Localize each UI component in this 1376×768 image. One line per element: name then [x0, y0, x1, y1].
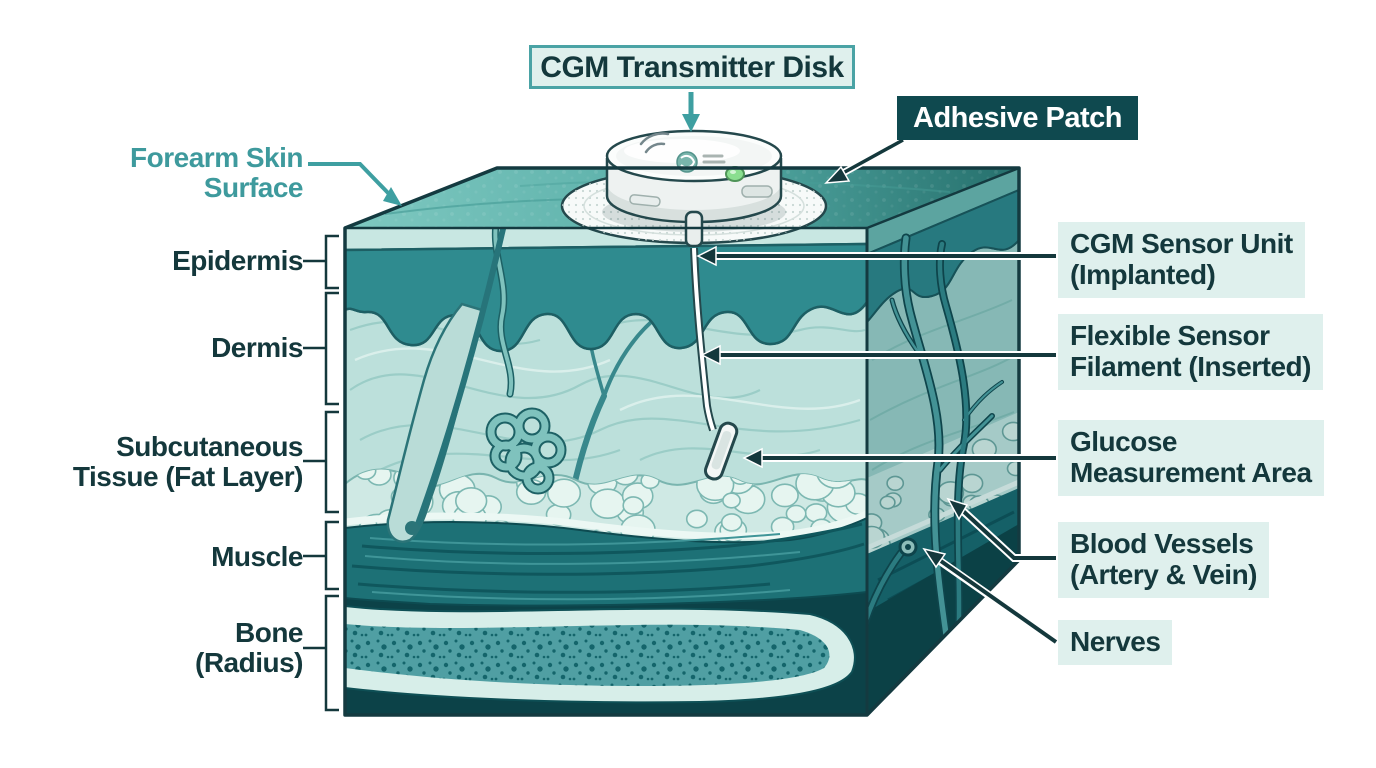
- callout-arrows: [308, 92, 1059, 646]
- filament-label: Flexible Sensor Filament (Inserted): [1058, 314, 1323, 390]
- subcutaneous-line1: Subcutaneous: [116, 431, 303, 462]
- bracket-subcutaneous: [303, 410, 339, 514]
- glucose-line1: Glucose: [1070, 426, 1177, 457]
- bracket-dermis: [303, 291, 339, 406]
- sweat-gland: [485, 228, 567, 495]
- disk-notches: [629, 185, 773, 207]
- forearm-skin-surface-label: Forearm Skin Surface: [40, 143, 303, 203]
- wireless-signal-icon: [639, 132, 670, 154]
- skin-front-face: [345, 228, 867, 715]
- dermis-highlight-fibers: [354, 347, 861, 412]
- dermis-label: Dermis: [211, 332, 303, 363]
- subcutaneous-label: Subcutaneous Tissue (Fat Layer): [40, 431, 304, 492]
- epidermis-layer: [345, 228, 867, 353]
- bracket-muscle: [303, 520, 339, 591]
- transmitter-disk-label: CGM Transmitter Disk: [529, 45, 855, 89]
- bracket-bone: [303, 594, 339, 712]
- sensor-unit-line1: CGM Sensor Unit: [1070, 228, 1293, 259]
- bone-line1: Bone: [235, 617, 304, 648]
- bone-label: Bone (Radius): [40, 617, 304, 678]
- skin-surface-arrow: [308, 162, 393, 198]
- blood-vessels-label: Blood Vessels (Artery & Vein): [1058, 522, 1269, 598]
- muscle-label: Muscle: [211, 541, 303, 572]
- glucose-line2: Measurement Area: [1070, 457, 1312, 488]
- vessels-line1: Blood Vessels: [1070, 528, 1254, 559]
- forearm-line1: Forearm Skin: [130, 142, 303, 173]
- nerve: [867, 537, 918, 630]
- bone-radius: [345, 604, 856, 704]
- subcutaneous-line2: Tissue (Fat Layer): [72, 461, 304, 492]
- filament-line1: Flexible Sensor: [1070, 320, 1270, 351]
- epidermis-label: Epidermis: [172, 245, 303, 276]
- vessels-line2: (Artery & Vein): [1070, 559, 1258, 590]
- nerves-label: Nerves: [1058, 620, 1173, 665]
- muscle-layer: [345, 510, 867, 607]
- sensor-unit-label: CGM Sensor Unit (Implanted): [1058, 222, 1305, 298]
- sensor-tip-capsule: [703, 421, 739, 481]
- forearm-line2: Surface: [203, 172, 304, 203]
- bracket-epidermis: [303, 234, 339, 290]
- sensor-filament: [690, 247, 739, 481]
- layer-brackets: [303, 234, 339, 712]
- filament-line2: Filament (Inserted): [1070, 351, 1311, 382]
- skin-side-face: [867, 168, 1019, 715]
- sensor-unit-line2: (Implanted): [1070, 259, 1216, 290]
- hair-follicle: [386, 228, 507, 543]
- bone-line2: (Radius): [195, 647, 304, 678]
- glucose-area-label: Glucose Measurement Area: [1058, 420, 1324, 496]
- adhesive-patch-label: Adhesive Patch: [897, 96, 1138, 140]
- hair-shaft: [415, 228, 507, 527]
